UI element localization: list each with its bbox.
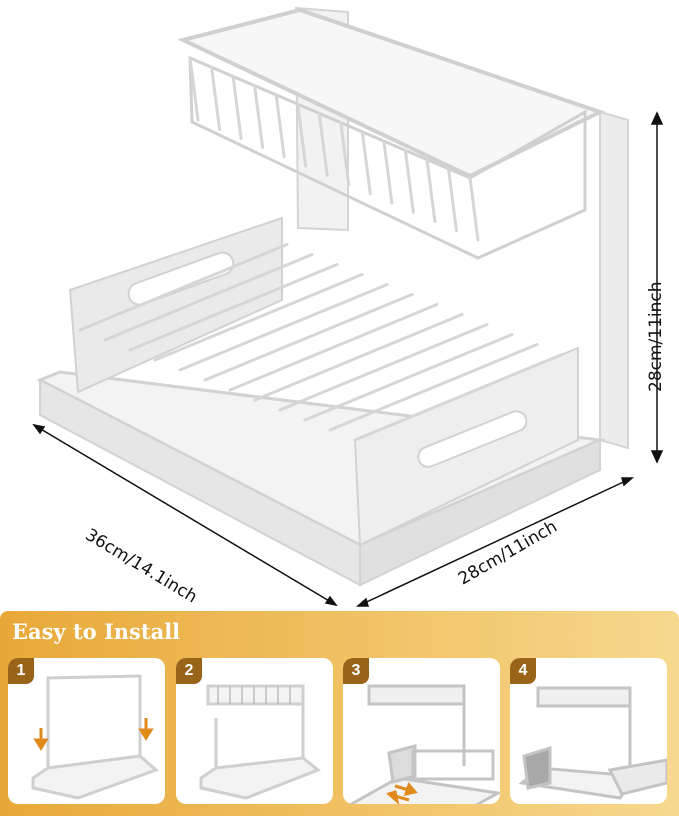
step-number-badge: 2: [176, 658, 202, 684]
tray-wire: [228, 303, 439, 392]
basket-wire: [382, 139, 394, 205]
tray-wire: [328, 343, 539, 432]
height-dimension-label: 28cm/11inch: [646, 281, 666, 392]
basket-wire: [317, 111, 329, 177]
step-2-illustration: [199, 684, 321, 800]
basket-wire: [468, 176, 480, 242]
tray-wire: [203, 293, 414, 382]
depth-arrow: [357, 477, 633, 607]
width-arrow: [33, 424, 337, 606]
step-3-illustration: [348, 684, 500, 804]
install-step-2: 2: [176, 658, 333, 804]
tray-wire: [278, 323, 489, 412]
product-illustration: [32, 6, 664, 607]
step-number-badge: 1: [8, 658, 34, 684]
install-panel: Easy to Install 1: [0, 611, 679, 816]
step-4-illustration: [518, 686, 667, 800]
basket-wire: [253, 84, 265, 150]
basket-wire: [188, 56, 200, 122]
basket-wire: [446, 167, 458, 233]
basket-wire: [403, 148, 415, 214]
basket-wire: [425, 158, 437, 224]
install-step-4: 4: [510, 658, 667, 804]
basket-wire: [339, 121, 351, 187]
install-title: Easy to Install: [12, 619, 181, 644]
install-step-3: 3: [343, 658, 500, 804]
step-1-illustration: [31, 674, 159, 800]
basket-wire: [296, 102, 308, 168]
tray-wire: [178, 283, 389, 372]
basket-wire: [231, 74, 243, 140]
tray-wire: [78, 243, 289, 332]
basket-wire: [360, 130, 372, 196]
tray-wire: [103, 253, 314, 342]
install-step-1: 1: [8, 658, 165, 804]
lower-tray: [36, 216, 606, 587]
basket-wire: [210, 65, 222, 131]
step-number-badge: 3: [343, 658, 369, 684]
upper-basket: [177, 7, 606, 260]
basket-wire: [274, 93, 286, 159]
tray-wire: [353, 353, 564, 442]
frame-right-post: [599, 110, 629, 450]
tray-wire: [153, 273, 364, 362]
tray-wire: [303, 333, 514, 422]
tray-wire: [253, 313, 464, 402]
step-number-badge: 4: [510, 658, 536, 684]
tray-wire: [128, 263, 339, 352]
